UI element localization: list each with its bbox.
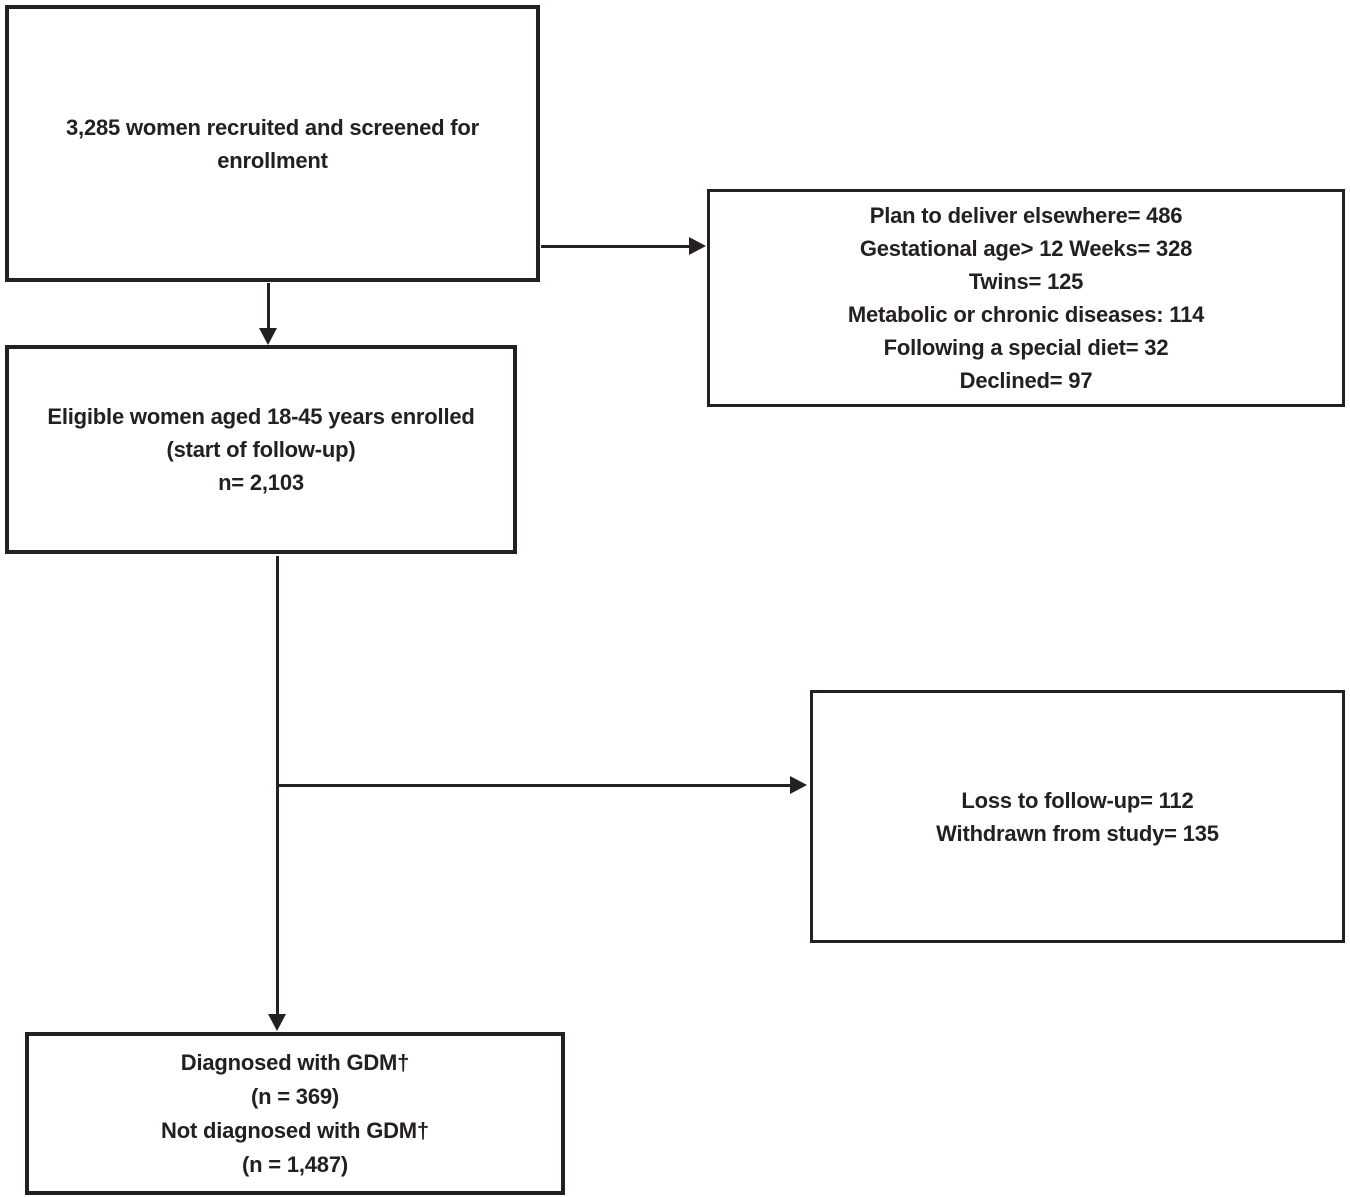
arrow-recruited-to-eligible-line bbox=[267, 283, 270, 329]
gdm-outcome-box: Diagnosed with GDM† (n = 369) Not diagno… bbox=[25, 1032, 565, 1195]
outcome-box-text-line: (n = 1,487) bbox=[241, 1151, 349, 1177]
arrow-spine-to-attrition-line bbox=[276, 784, 792, 787]
eligible-box-text-line: n= 2,103 bbox=[218, 470, 304, 495]
exclusion-reason-line: Plan to deliver elsewhere= 486 bbox=[869, 203, 1183, 228]
exclusion-reasons-box: Plan to deliver elsewhere= 486 Gestation… bbox=[707, 189, 1345, 407]
arrow-down-icon bbox=[268, 1014, 286, 1031]
outcome-box-text-line: (n = 369) bbox=[250, 1083, 340, 1109]
outcome-box-text-line: Not diagnosed with GDM† bbox=[161, 1117, 429, 1143]
exclusion-reason-line: Metabolic or chronic diseases: 114 bbox=[847, 302, 1205, 327]
attrition-box-text-line: Loss to follow-up= 112 bbox=[961, 787, 1194, 813]
eligible-box-text-line: (start of follow-up) bbox=[166, 437, 356, 462]
outcome-box-text-line: Diagnosed with GDM† bbox=[180, 1049, 410, 1075]
exclusion-reason-line: Following a special diet= 32 bbox=[883, 335, 1169, 360]
recruited-box: 3,285 women recruited and screened for e… bbox=[5, 5, 540, 282]
exclusion-reason-line: Gestational age> 12 Weeks= 328 bbox=[859, 236, 1193, 261]
arrow-right-icon bbox=[790, 776, 807, 794]
attrition-box-text-line: Withdrawn from study= 135 bbox=[936, 820, 1219, 846]
recruited-box-text-line: enrollment bbox=[217, 147, 328, 173]
exclusion-reason-line: Declined= 97 bbox=[959, 368, 1093, 393]
arrow-recruited-to-excluded-line bbox=[541, 245, 691, 248]
eligible-enrolled-box: Eligible women aged 18-45 years enrolled… bbox=[5, 345, 517, 554]
attrition-box: Loss to follow-up= 112 Withdrawn from st… bbox=[810, 690, 1345, 943]
recruited-box-text-line: 3,285 women recruited and screened for bbox=[66, 114, 479, 140]
eligible-box-text-line: Eligible women aged 18-45 years enrolled bbox=[47, 404, 475, 429]
arrow-right-icon bbox=[689, 237, 706, 255]
exclusion-reason-line: Twins= 125 bbox=[968, 269, 1084, 294]
arrow-down-icon bbox=[259, 328, 277, 345]
